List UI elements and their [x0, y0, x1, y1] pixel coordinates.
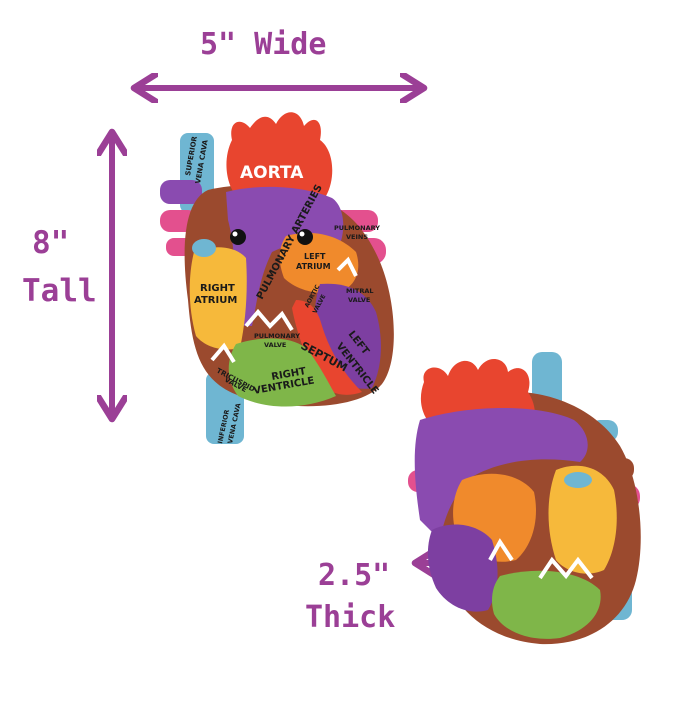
- heart-front-view: AORTA SUPERIOR VENA CAVA PULMONARY ARTER…: [160, 112, 394, 444]
- left-atrium-label-2: ATRIUM: [296, 262, 331, 271]
- right-atrium-label-2: ATRIUM: [194, 295, 237, 306]
- pulmonary-valve-shape: [244, 308, 294, 332]
- thickness-label-line2: Thick: [305, 600, 396, 635]
- side-valve-shape: [538, 556, 594, 580]
- pulmonary-arteries-shape: [226, 186, 344, 326]
- right-atrium-shape: [189, 247, 247, 350]
- vessel-stub: [160, 180, 202, 204]
- width-label: 5" Wide: [200, 27, 327, 62]
- height-label-line1: 8": [32, 225, 70, 261]
- right-ventricle-shape: [228, 338, 336, 407]
- aorta-shape: [226, 112, 333, 207]
- thickness-label-line1: 2.5": [318, 558, 391, 593]
- tricuspid-valve-shape: [210, 342, 236, 364]
- pulmonary-veins-label-1: PULMONARY: [334, 224, 380, 232]
- side-left-ventricle-shape: [427, 524, 498, 612]
- right-atrium-label-1: RIGHT: [200, 283, 235, 294]
- heart-side-view: [408, 352, 641, 645]
- plush-eye: [230, 229, 246, 245]
- pulmonary-veins-label-2: VEINS: [346, 233, 368, 241]
- pulmonary-valve-label-2: VALVE: [264, 341, 286, 349]
- side-pulmonary-shape: [414, 408, 588, 540]
- septum-shape: [292, 300, 362, 395]
- side-valve-shape: [488, 538, 514, 562]
- atrium-opening: [192, 239, 216, 257]
- eye-shine: [299, 231, 305, 237]
- height-label-line2: Tall: [22, 273, 97, 309]
- atrium-opening: [564, 472, 592, 488]
- pulmonary-valve-label-1: PULMONARY: [254, 332, 300, 340]
- left-atrium-label-1: LEFT: [304, 252, 326, 261]
- eye-shine: [232, 231, 238, 237]
- mitral-valve-label-1: MITRAL: [346, 287, 374, 295]
- side-right-ventricle-shape: [492, 570, 601, 639]
- left-atrium-shape: [279, 232, 359, 294]
- side-atrium-shape: [548, 465, 617, 574]
- mitral-valve-shape: [336, 256, 358, 277]
- mitral-valve-label-2: VALVE: [348, 296, 370, 304]
- aorta-label: AORTA: [240, 163, 304, 183]
